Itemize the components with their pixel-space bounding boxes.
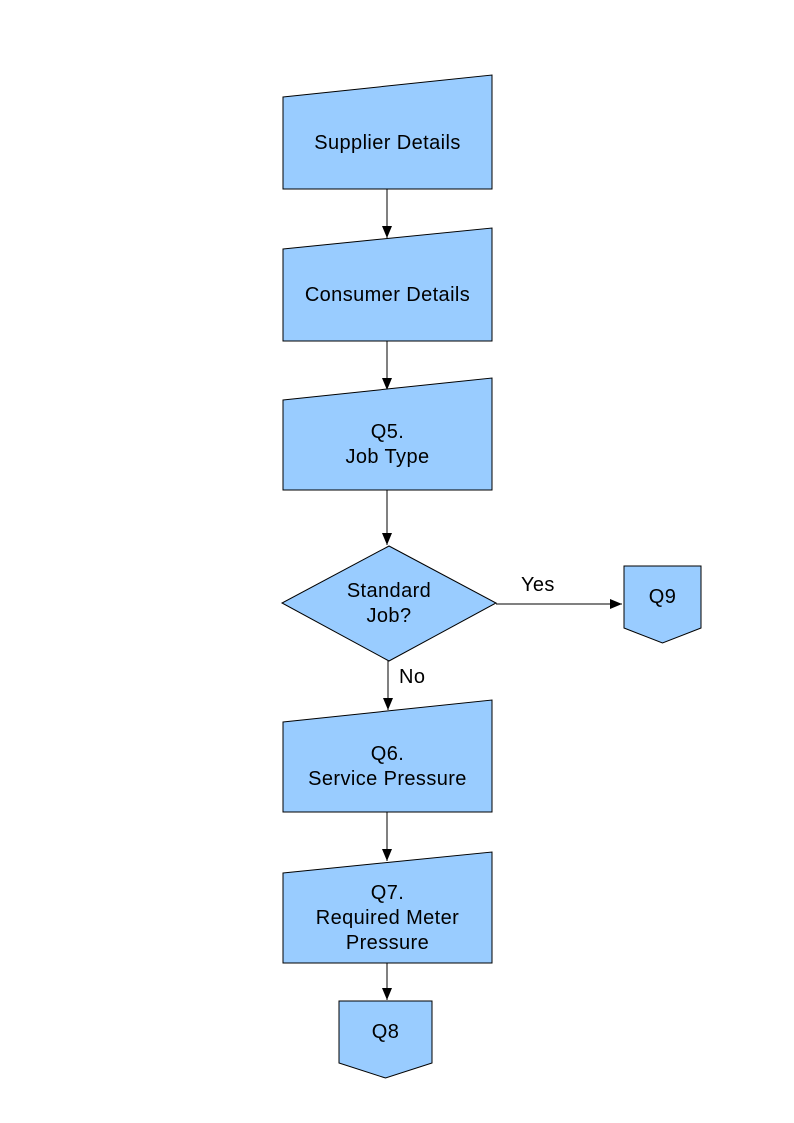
manual-input-shape: [282, 227, 493, 342]
node-supplier-details: Supplier Details: [282, 74, 493, 190]
node-label: Consumer Details: [304, 283, 471, 306]
node-consumer-details: Consumer Details: [282, 227, 493, 342]
node-label: Q9: [648, 585, 677, 608]
node-label: Job?: [366, 604, 412, 627]
node-label: Required Meter: [315, 906, 460, 929]
node-label: Q7.: [370, 881, 405, 904]
manual-input-shape: [282, 377, 493, 491]
off-page-connector-shape: [623, 565, 702, 644]
manual-input-shape: [282, 699, 493, 813]
decision-diamond-shape: [280, 545, 498, 662]
node-decision-standard-job: Standard Job?: [280, 545, 498, 662]
node-label: Pressure: [345, 931, 430, 954]
node-q6-service-pressure: Q6. Service Pressure: [282, 699, 493, 813]
node-label: Job Type: [345, 446, 430, 468]
node-q8-connector: Q8: [338, 1000, 433, 1079]
off-page-connector-shape: [338, 1000, 433, 1079]
manual-input-shape: [282, 851, 493, 964]
node-label: Q6.: [370, 743, 405, 765]
node-label: Supplier Details: [314, 131, 461, 154]
manual-input-shape: [282, 74, 493, 190]
edge-label-yes: Yes: [521, 574, 555, 596]
node-q5-job-type: Q5. Job Type: [282, 377, 493, 491]
edge-label-no: No: [399, 666, 426, 688]
node-label: Q5.: [370, 421, 405, 443]
node-label: Service Pressure: [308, 768, 467, 790]
node-label: Standard: [346, 579, 432, 602]
node-q7-required-meter-pressure: Q7. Required Meter Pressure: [282, 851, 493, 964]
node-label: Q8: [371, 1020, 400, 1043]
node-q9-connector: Q9: [623, 565, 702, 644]
